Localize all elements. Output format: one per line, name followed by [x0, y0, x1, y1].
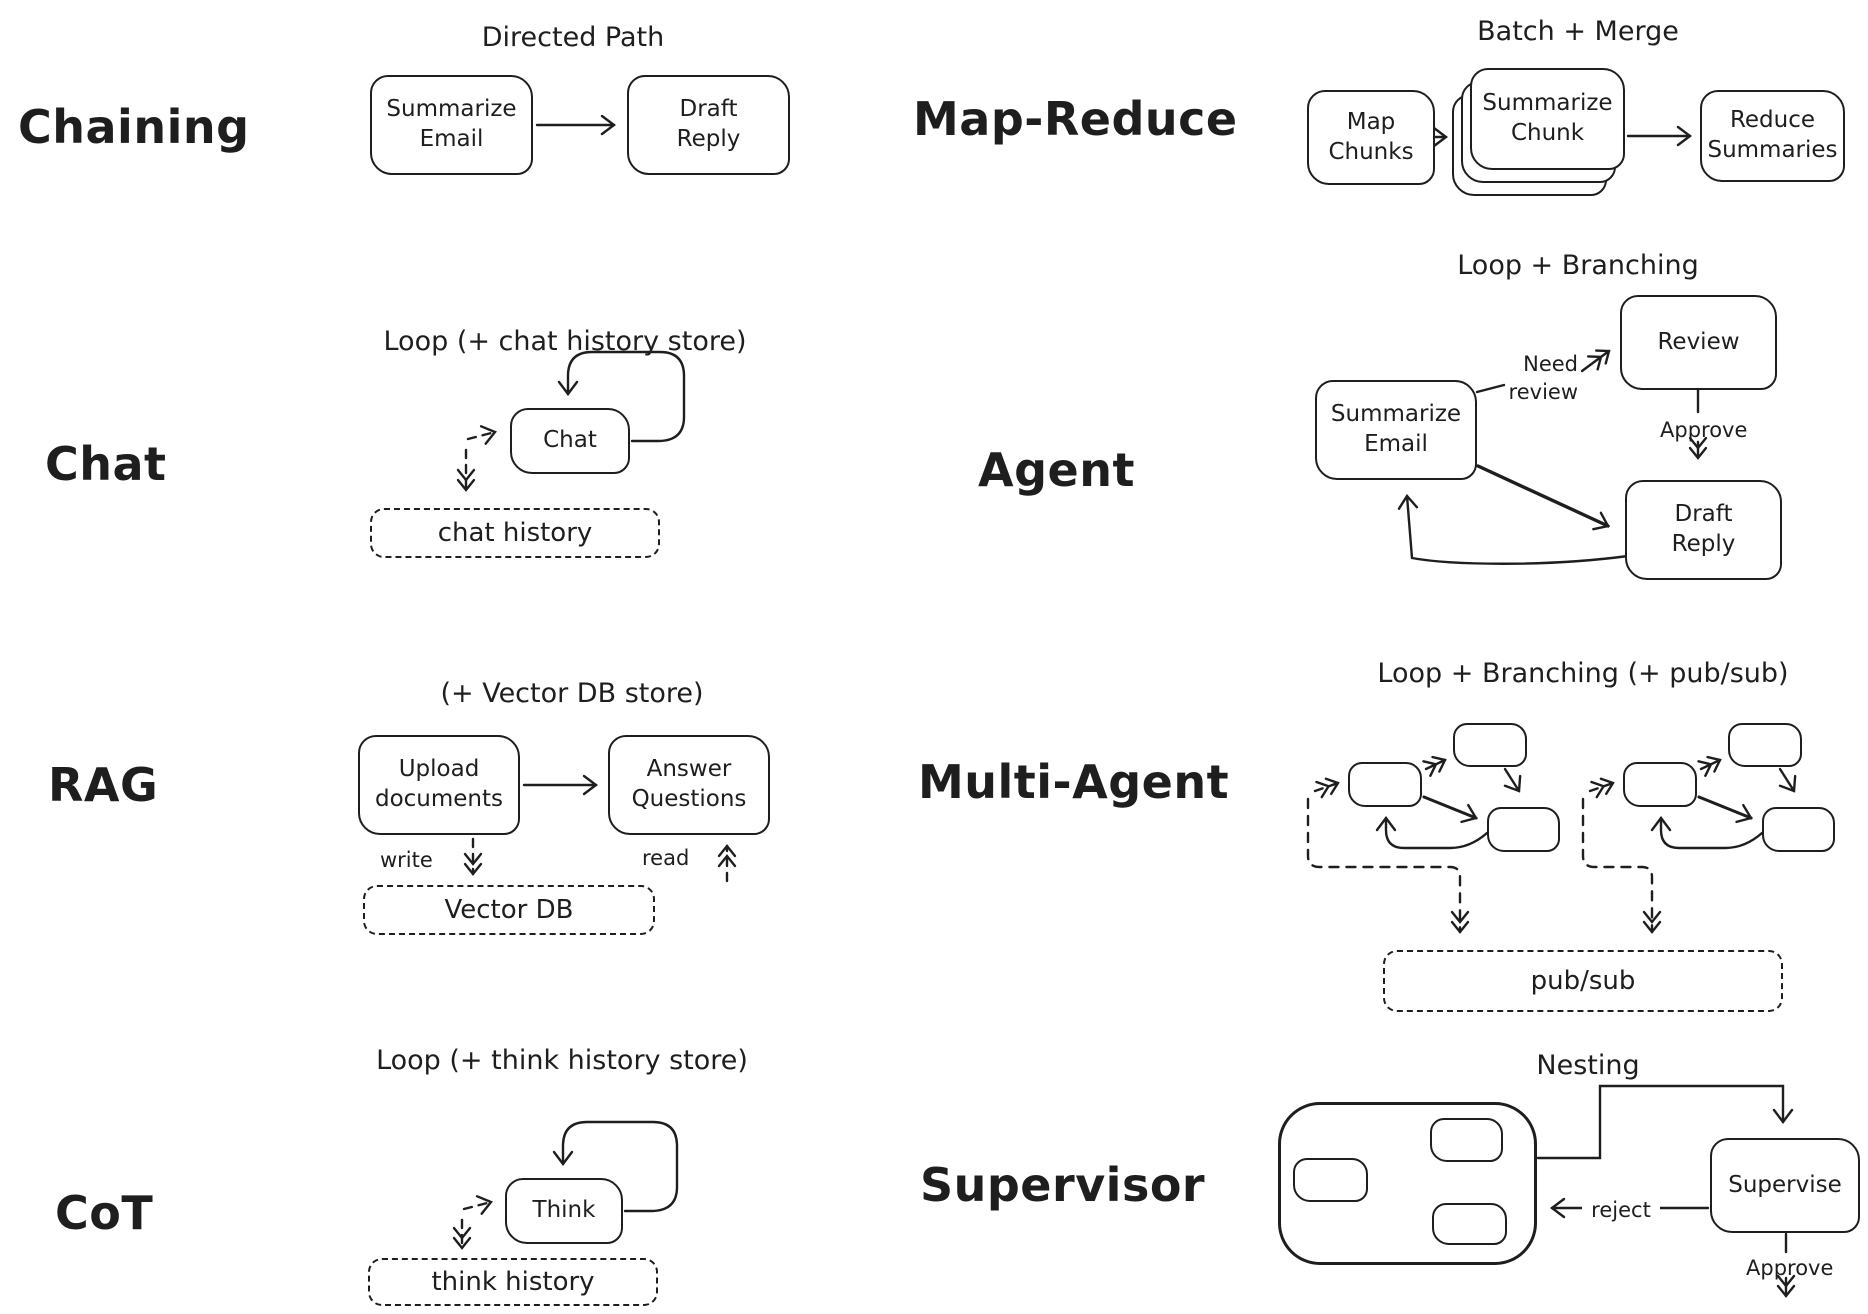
multiagent-title: Loop + Branching (+ pub/sub): [1377, 658, 1789, 689]
node-summarize-chunk: Summarize Chunk: [1470, 68, 1625, 170]
node-summarize-email: Summarize Email: [370, 75, 533, 175]
cot-label: CoT: [55, 1186, 154, 1240]
chat-arrows: [456, 350, 686, 492]
node-draft-reply: Draft Reply: [627, 75, 790, 175]
chat-title: Loop (+ chat history store): [383, 326, 747, 357]
pubsub-store: pub/sub: [1383, 950, 1783, 1012]
vector-db-store: Vector DB: [363, 885, 655, 935]
need-review-annotation: Need review: [1508, 352, 1578, 405]
cluster2-node-b: [1728, 723, 1802, 767]
chaining-title: Directed Path: [481, 22, 665, 53]
node-upload-documents: Upload documents: [358, 735, 520, 835]
node-agent-summarize-email: Summarize Email: [1315, 380, 1477, 480]
supervisor-label: Supervisor: [920, 1158, 1206, 1212]
write-annotation: write: [380, 848, 433, 872]
agent-arrows: [1397, 349, 1708, 565]
nested-node-b: [1430, 1118, 1503, 1162]
reject-annotation: reject: [1582, 1196, 1660, 1225]
rag-title: (+ Vector DB store): [440, 678, 704, 709]
rag-label: RAG: [48, 758, 159, 812]
mapreduce-label: Map-Reduce: [913, 92, 1238, 146]
node-think: Think: [505, 1178, 623, 1244]
agent-approve-annotation: Approve: [1660, 418, 1748, 442]
cluster2-node-a: [1623, 762, 1697, 807]
node-review: Review: [1620, 295, 1777, 390]
mapreduce-arrows: [1432, 125, 1692, 148]
cot-title: Loop (+ think history store): [376, 1045, 748, 1076]
think-history-store: think history: [368, 1258, 658, 1306]
cluster1-node-a: [1348, 762, 1422, 807]
multiagent-arrows: [1306, 755, 1797, 934]
node-reduce-summaries: Reduce Summaries: [1700, 90, 1845, 182]
multiagent-label: Multi-Agent: [918, 755, 1230, 809]
cluster2-node-c: [1762, 807, 1835, 852]
node-map-chunks: Map Chunks: [1307, 90, 1435, 185]
agent-title: Loop + Branching: [1457, 250, 1699, 281]
node-chat: Chat: [510, 408, 630, 474]
chaining-label: Chaining: [18, 100, 250, 154]
agent-label: Agent: [978, 443, 1135, 497]
mapreduce-title: Batch + Merge: [1477, 16, 1679, 47]
read-annotation: read: [642, 846, 690, 870]
chat-label: Chat: [45, 437, 167, 491]
cluster1-node-c: [1487, 807, 1560, 852]
cluster1-node-b: [1453, 723, 1527, 767]
cot-arrows: [452, 1120, 679, 1250]
chat-history-store: chat history: [370, 508, 660, 558]
node-answer-questions: Answer Questions: [608, 735, 770, 835]
supervisor-approve-annotation: Approve: [1746, 1256, 1834, 1280]
nested-node-c: [1432, 1203, 1507, 1245]
supervisor-title: Nesting: [1536, 1050, 1640, 1081]
nested-node-a: [1293, 1158, 1368, 1202]
rag-arrows: [463, 774, 737, 883]
node-agent-draft-reply: Draft Reply: [1625, 480, 1782, 580]
node-supervise: Supervise: [1710, 1138, 1860, 1233]
